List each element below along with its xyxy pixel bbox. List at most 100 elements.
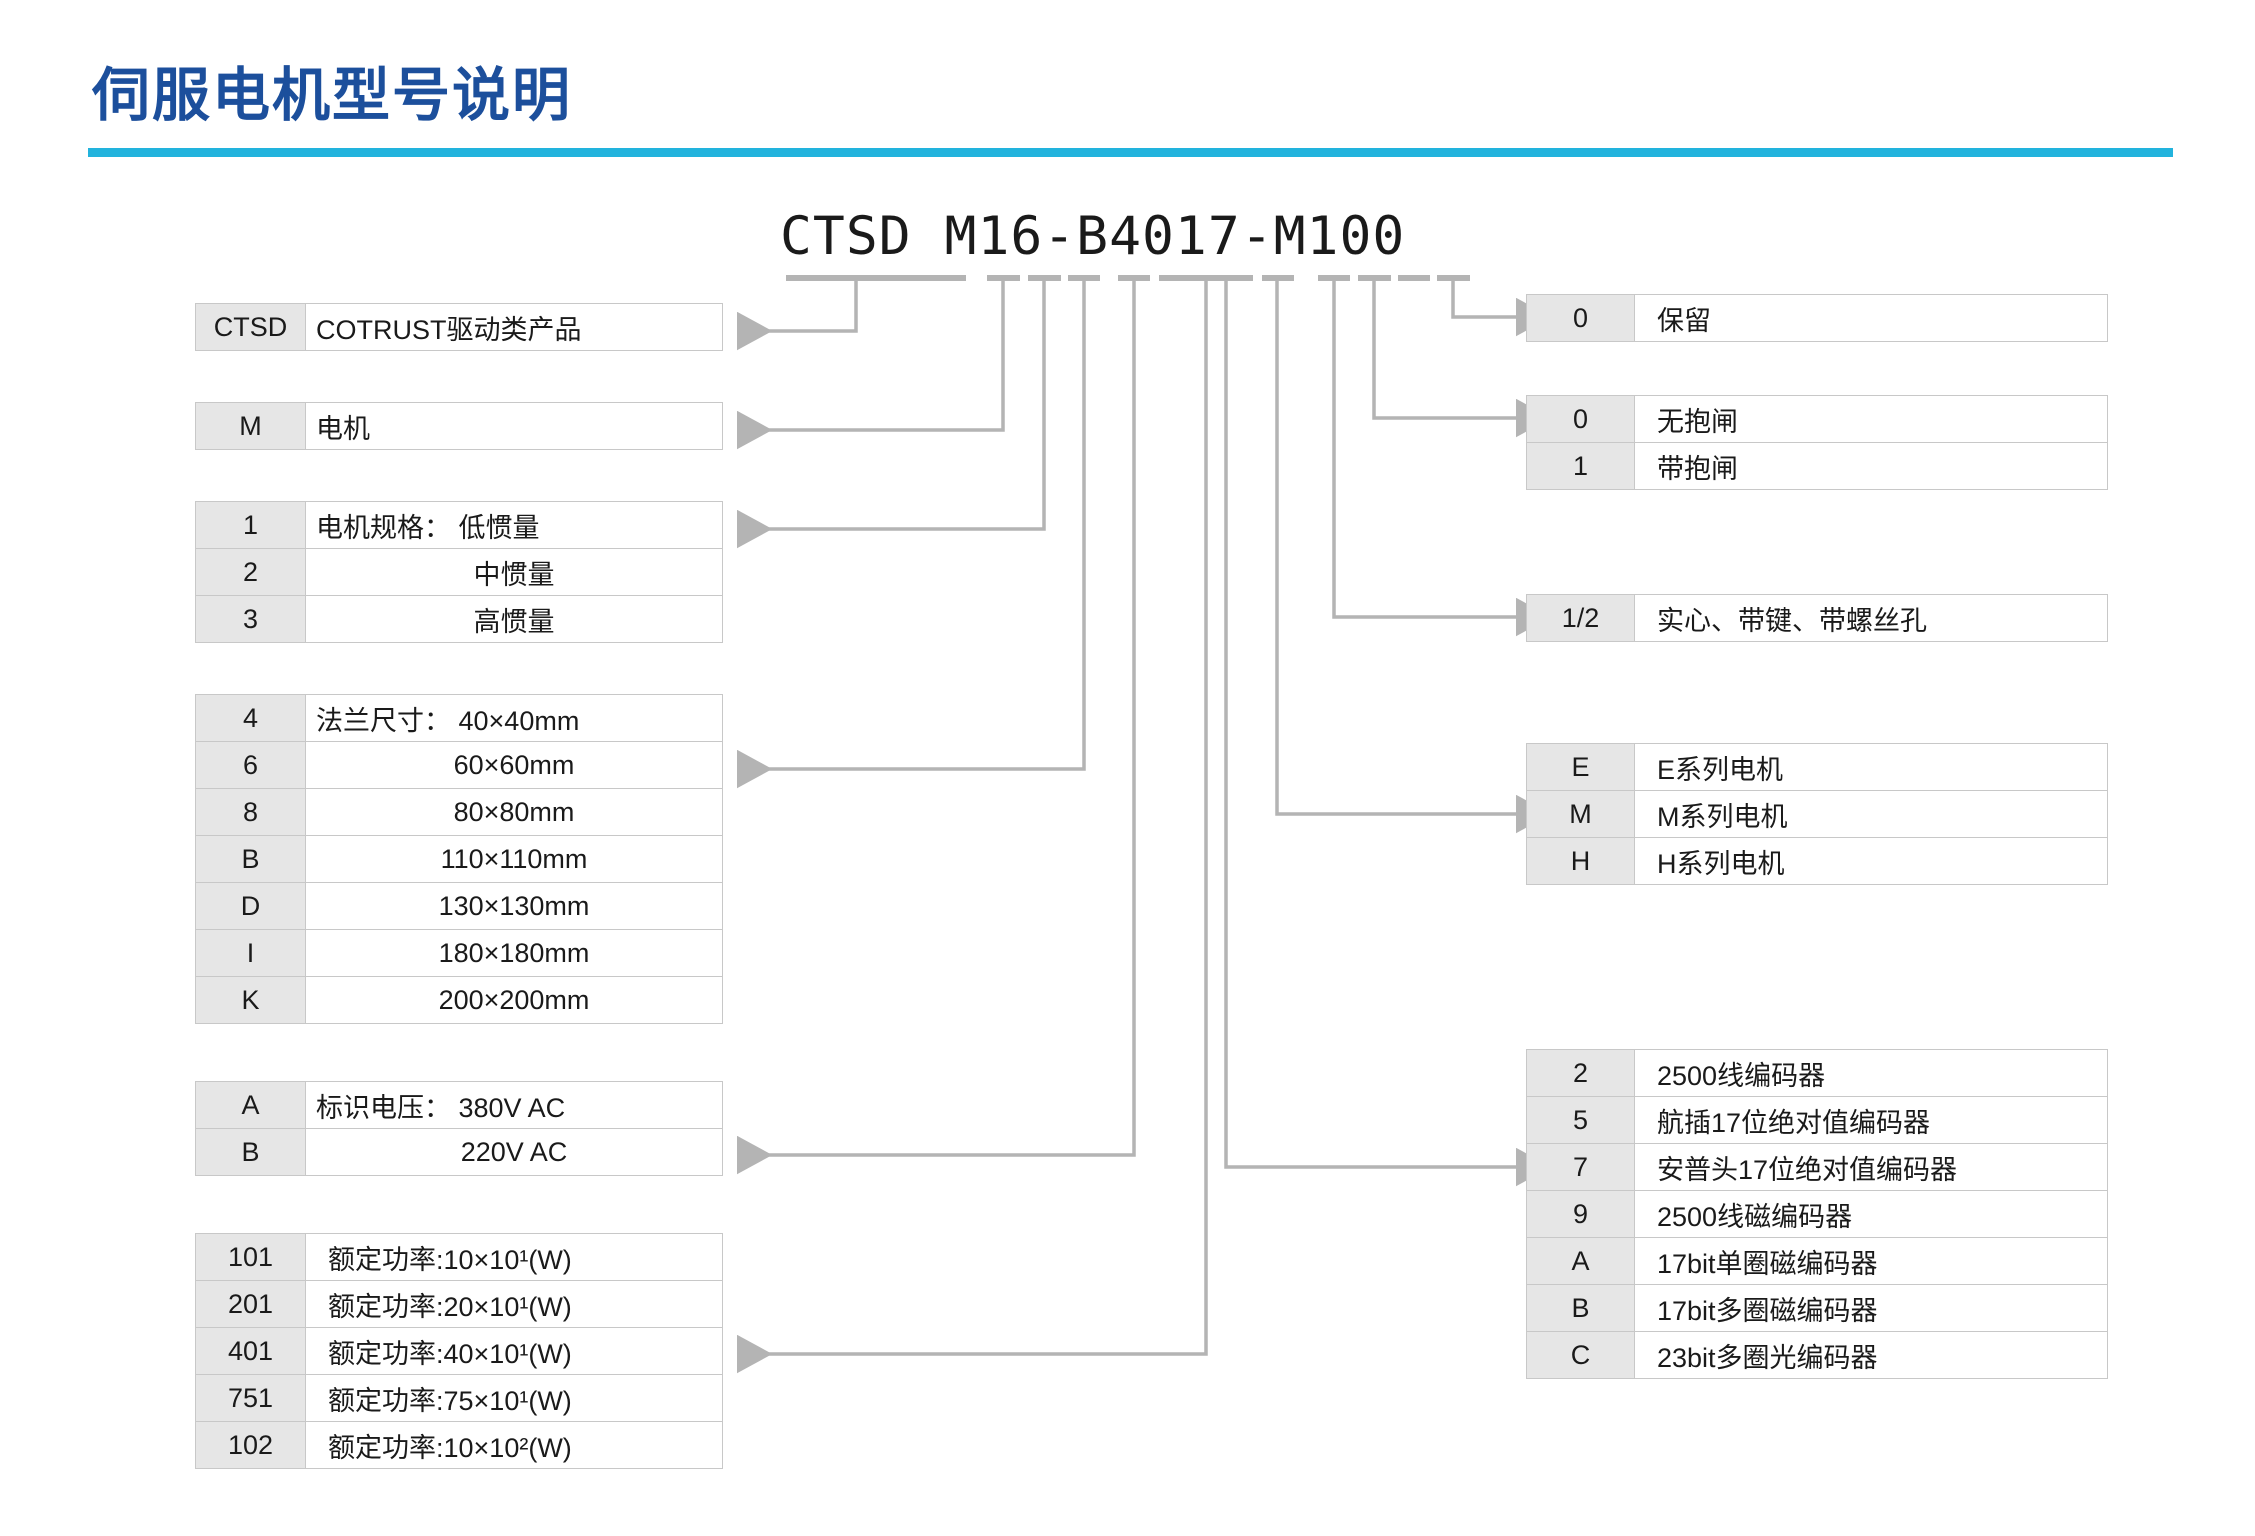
row-value: 2500线磁编码器 <box>1634 1190 2108 1238</box>
row-value: 航插17位绝对值编码器 <box>1634 1096 2108 1144</box>
row-key: 751 <box>195 1374 306 1422</box>
row-key: I <box>195 929 306 977</box>
table-row[interactable]: A 标识电压： 380V AC <box>195 1081 723 1129</box>
table-reserved: 0 保留 <box>1526 294 2108 342</box>
table-row[interactable]: 2 2500线编码器 <box>1526 1049 2108 1097</box>
row-key: 8 <box>195 788 306 836</box>
row-key: 1/2 <box>1526 594 1635 642</box>
row-value: 额定功率:75×10¹(W) <box>305 1374 723 1422</box>
table-product-type: CTSD COTRUST驱动类产品 <box>195 303 723 351</box>
row-value: E系列电机 <box>1634 743 2108 791</box>
row-value: 法兰尺寸： 40×40mm <box>305 694 723 742</box>
table-row[interactable]: 1/2 实心、带键、带螺丝孔 <box>1526 594 2108 642</box>
row-key: 0 <box>1526 395 1635 443</box>
row-key: 5 <box>1526 1096 1635 1144</box>
row-key: E <box>1526 743 1635 791</box>
table-row[interactable]: 102 额定功率:10×10²(W) <box>195 1421 723 1469</box>
table-row[interactable]: 4 法兰尺寸： 40×40mm <box>195 694 723 742</box>
table-row[interactable]: E E系列电机 <box>1526 743 2108 791</box>
row-value: M系列电机 <box>1634 790 2108 838</box>
table-row[interactable]: 2 中惯量 <box>195 548 723 596</box>
row-value: COTRUST驱动类产品 <box>305 303 723 351</box>
row-key: 7 <box>1526 1143 1635 1191</box>
table-row[interactable]: B 17bit多圈磁编码器 <box>1526 1284 2108 1332</box>
row-key: 102 <box>195 1421 306 1469</box>
row-key: 2 <box>1526 1049 1635 1097</box>
table-row[interactable]: K 200×200mm <box>195 976 723 1024</box>
row-key: 101 <box>195 1233 306 1281</box>
row-value: 安普头17位绝对值编码器 <box>1634 1143 2108 1191</box>
row-value: 高惯量 <box>305 595 723 643</box>
table-encoder: 2 2500线编码器 5 航插17位绝对值编码器 7 安普头17位绝对值编码器 … <box>1526 1049 2108 1379</box>
row-key: A <box>195 1081 306 1129</box>
row-key: 1 <box>195 501 306 549</box>
row-value: 额定功率:20×10¹(W) <box>305 1280 723 1328</box>
row-key: 9 <box>1526 1190 1635 1238</box>
row-value: 60×60mm <box>305 741 723 789</box>
row-key: C <box>1526 1331 1635 1379</box>
table-row[interactable]: 8 80×80mm <box>195 788 723 836</box>
row-key: K <box>195 976 306 1024</box>
table-row[interactable]: 0 保留 <box>1526 294 2108 342</box>
table-row[interactable]: 751 额定功率:75×10¹(W) <box>195 1374 723 1422</box>
row-key: D <box>195 882 306 930</box>
row-key: M <box>195 402 306 450</box>
row-value: 180×180mm <box>305 929 723 977</box>
row-key: H <box>1526 837 1635 885</box>
row-key: 4 <box>195 694 306 742</box>
row-value: 额定功率:10×10²(W) <box>305 1421 723 1469</box>
table-row[interactable]: M 电机 <box>195 402 723 450</box>
row-key: B <box>1526 1284 1635 1332</box>
row-key: 2 <box>195 548 306 596</box>
row-value: 电机 <box>305 402 723 450</box>
row-value: 保留 <box>1634 294 2108 342</box>
table-row[interactable]: 9 2500线磁编码器 <box>1526 1190 2108 1238</box>
row-key: CTSD <box>195 303 306 351</box>
table-motor-series: E E系列电机 M M系列电机 H H系列电机 <box>1526 743 2108 885</box>
table-row[interactable]: B 110×110mm <box>195 835 723 883</box>
table-row[interactable]: A 17bit单圈磁编码器 <box>1526 1237 2108 1285</box>
table-rated-power: 101 额定功率:10×10¹(W) 201 额定功率:20×10¹(W) 40… <box>195 1233 723 1469</box>
row-value: 带抱闸 <box>1634 442 2108 490</box>
table-row[interactable]: C 23bit多圈光编码器 <box>1526 1331 2108 1379</box>
row-value: 标识电压： 380V AC <box>305 1081 723 1129</box>
row-value: 无抱闸 <box>1634 395 2108 443</box>
title-underline-rule <box>88 148 2173 157</box>
table-shaft-type: 1/2 实心、带键、带螺丝孔 <box>1526 594 2108 642</box>
row-value: 23bit多圈光编码器 <box>1634 1331 2108 1379</box>
table-row[interactable]: 7 安普头17位绝对值编码器 <box>1526 1143 2108 1191</box>
row-key: 6 <box>195 741 306 789</box>
table-flange-size: 4 法兰尺寸： 40×40mm 6 60×60mm 8 80×80mm B 11… <box>195 694 723 1024</box>
row-value: 17bit单圈磁编码器 <box>1634 1237 2108 1285</box>
table-motor: M 电机 <box>195 402 723 450</box>
row-value: 17bit多圈磁编码器 <box>1634 1284 2108 1332</box>
row-value: 200×200mm <box>305 976 723 1024</box>
table-row[interactable]: B 220V AC <box>195 1128 723 1176</box>
table-row[interactable]: 401 额定功率:40×10¹(W) <box>195 1327 723 1375</box>
table-row[interactable]: M M系列电机 <box>1526 790 2108 838</box>
row-value: 2500线编码器 <box>1634 1049 2108 1097</box>
table-row[interactable]: 0 无抱闸 <box>1526 395 2108 443</box>
table-row[interactable]: I 180×180mm <box>195 929 723 977</box>
table-row[interactable]: 3 高惯量 <box>195 595 723 643</box>
row-key: 0 <box>1526 294 1635 342</box>
table-row[interactable]: 101 额定功率:10×10¹(W) <box>195 1233 723 1281</box>
table-row[interactable]: 1 电机规格： 低惯量 <box>195 501 723 549</box>
row-key: 3 <box>195 595 306 643</box>
table-row[interactable]: 1 带抱闸 <box>1526 442 2108 490</box>
table-row[interactable]: D 130×130mm <box>195 882 723 930</box>
row-value: 130×130mm <box>305 882 723 930</box>
table-row[interactable]: 6 60×60mm <box>195 741 723 789</box>
row-key: 201 <box>195 1280 306 1328</box>
table-row[interactable]: H H系列电机 <box>1526 837 2108 885</box>
row-key: A <box>1526 1237 1635 1285</box>
table-rated-voltage: A 标识电压： 380V AC B 220V AC <box>195 1081 723 1176</box>
row-key: 1 <box>1526 442 1635 490</box>
table-row[interactable]: 201 额定功率:20×10¹(W) <box>195 1280 723 1328</box>
page-title: 伺服电机型号说明 <box>92 63 573 128</box>
row-key: B <box>195 835 306 883</box>
row-value: 实心、带键、带螺丝孔 <box>1634 594 2108 642</box>
row-value: 额定功率:40×10¹(W) <box>305 1327 723 1375</box>
table-row[interactable]: 5 航插17位绝对值编码器 <box>1526 1096 2108 1144</box>
table-row[interactable]: CTSD COTRUST驱动类产品 <box>195 303 723 351</box>
